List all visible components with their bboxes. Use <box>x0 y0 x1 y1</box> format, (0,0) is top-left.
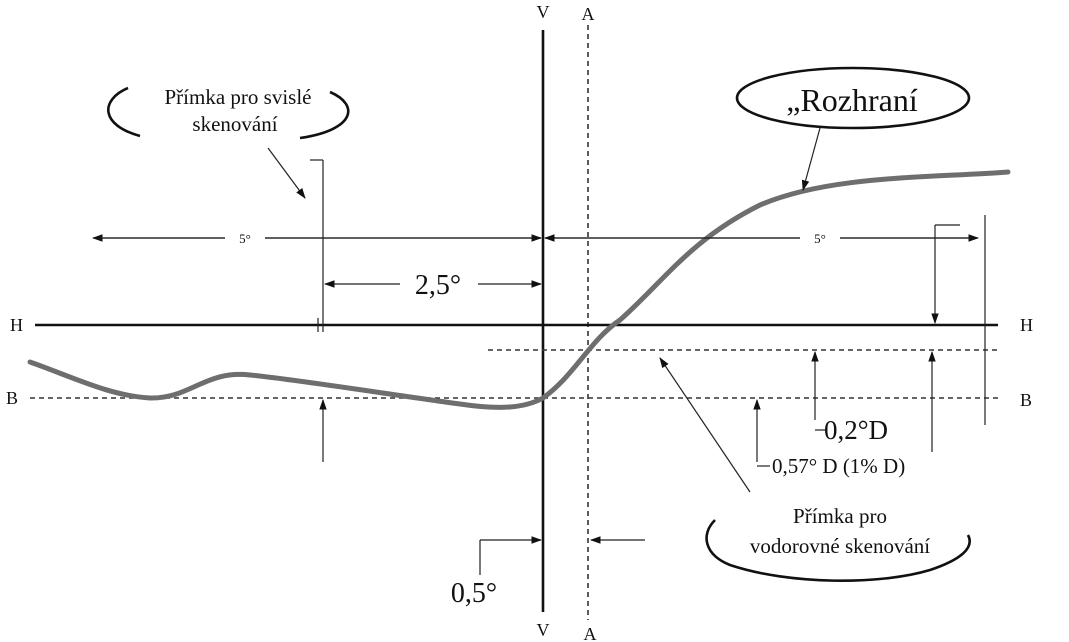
horizontal-scan-line-label-2: vodorovné skenování <box>750 534 930 558</box>
vertical-scan-line-label-1: Přímka pro svislé <box>165 85 312 109</box>
vertical-scan-line-label-2: skenování <box>192 112 277 136</box>
vertical-scan-callout-pointer <box>267 147 306 199</box>
point-five-seven-d-label: 0,57° D (1% D) <box>772 454 905 478</box>
cutoff-label: „Rozhraní <box>786 82 918 118</box>
point-two-d-label: 0,2°D <box>824 415 888 445</box>
horizontal-scan-callout-ellipse <box>705 519 971 582</box>
b-label-right: B <box>1020 390 1032 410</box>
five-deg-left-label: 5° <box>239 231 251 246</box>
a-label-bottom: A <box>584 624 597 642</box>
point-five-deg-label: 0,5° <box>451 578 497 609</box>
b-label-left: B <box>6 388 18 408</box>
h-label-left: H <box>10 315 23 335</box>
v-label-bottom: V <box>537 620 550 640</box>
cutoff-curve <box>27 169 1011 410</box>
horizontal-scan-line-label-1: Přímka pro <box>793 504 887 528</box>
two-five-deg-label: 2,5° <box>415 270 461 301</box>
five-deg-right-label: 5° <box>814 231 826 246</box>
cutoff-callout-pointer <box>801 127 821 192</box>
v-label-top: V <box>537 2 550 22</box>
h-label-right: H <box>1020 315 1033 335</box>
horizontal-scan-callout-pointer <box>659 357 751 493</box>
vertical-scan-callout-ellipse <box>107 86 350 140</box>
a-label-top: A <box>582 4 595 24</box>
cutoff-callout-ellipse <box>735 66 971 130</box>
